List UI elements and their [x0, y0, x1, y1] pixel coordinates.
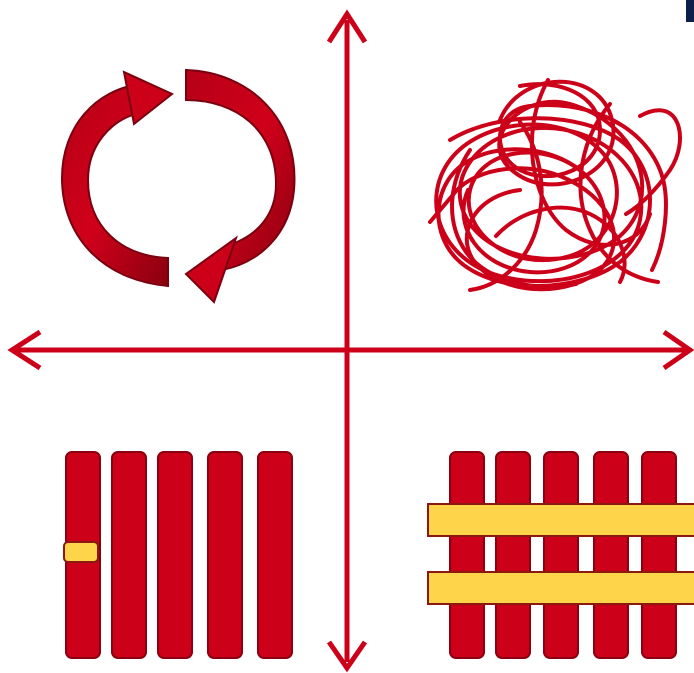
vertical-axis	[329, 14, 365, 668]
vertical-bar	[112, 452, 146, 658]
parallel-bars-woven-icon	[428, 452, 694, 658]
vertical-bar	[544, 452, 578, 658]
vertical-bar	[258, 452, 292, 658]
cycle-arrowhead-bottom	[186, 238, 236, 302]
cycle-arrows-icon	[62, 70, 294, 302]
vertical-bar	[450, 452, 484, 658]
horizontal-axis	[12, 332, 690, 368]
vertical-bar	[496, 452, 530, 658]
corner-tab	[686, 0, 694, 22]
parallel-bars-single-link-icon	[64, 452, 292, 658]
yellow-crossbar-lower	[428, 572, 694, 604]
vertical-bar	[158, 452, 192, 658]
cycle-arrow-left-segment	[62, 84, 168, 286]
vertical-bar	[642, 452, 676, 658]
cycle-arrow-right-segment	[186, 70, 294, 270]
vertical-bar	[208, 452, 242, 658]
yellow-link	[64, 542, 98, 562]
tangled-scribble-icon	[430, 80, 680, 290]
yellow-crossbar-upper	[428, 504, 694, 536]
vertical-bar	[594, 452, 628, 658]
